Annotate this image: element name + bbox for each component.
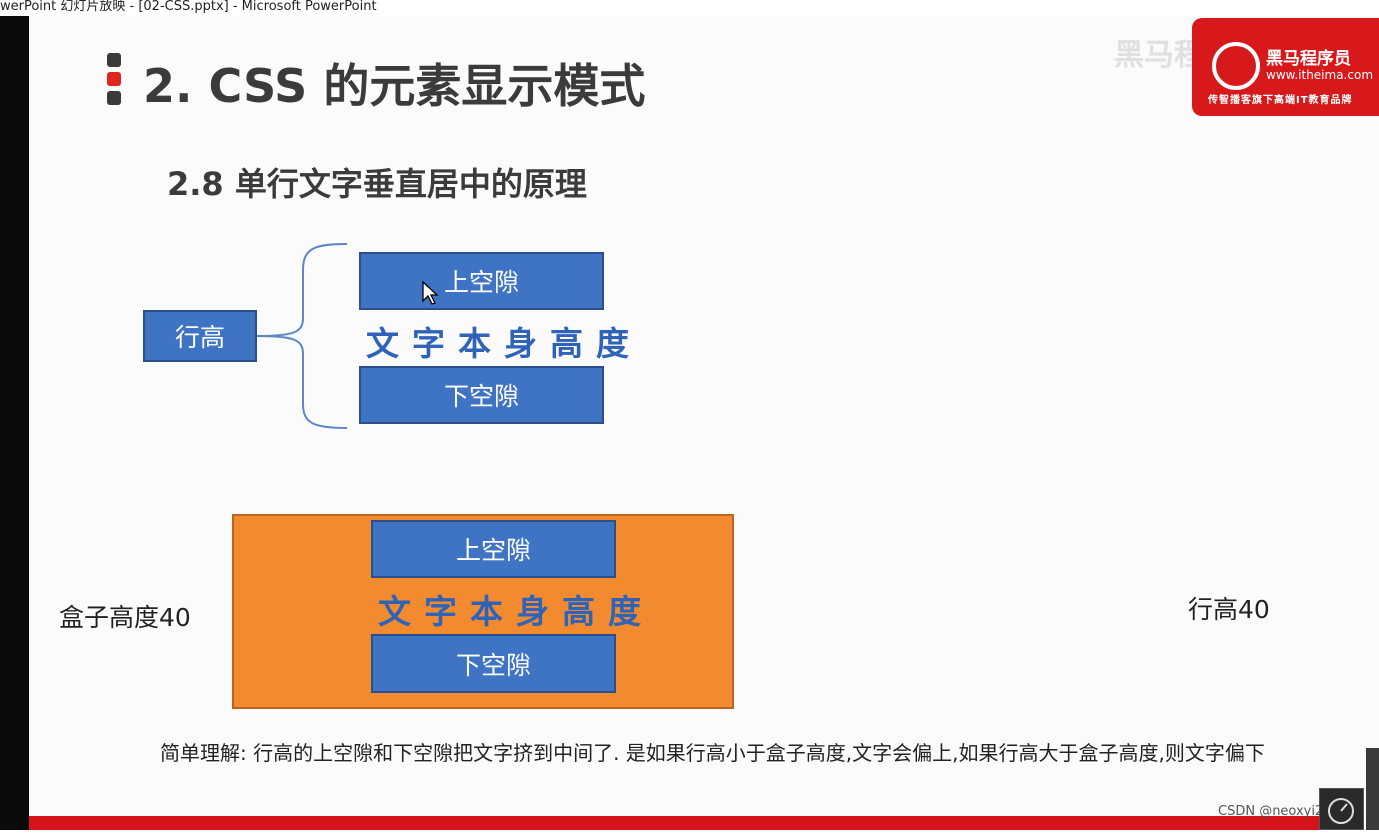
line-height-40-label: 行高40: [1188, 595, 1270, 624]
left-black-strip: [0, 16, 29, 830]
right-edge-strip: [1366, 748, 1379, 830]
bullet-dark: [107, 53, 121, 67]
bottom-gap-box: 下空隙: [359, 366, 604, 424]
slide-subtitle: 2.8 单行文字垂直居中的原理: [167, 165, 587, 203]
title-bullets: [107, 53, 123, 110]
gauge-icon[interactable]: [1319, 788, 1364, 830]
explanation-text: 简单理解: 行高的上空隙和下空隙把文字挤到中间了. 是如果行高小于盒子高度,文字…: [160, 741, 1265, 765]
logo-url: www.itheima.com: [1266, 68, 1374, 82]
bullet-dark: [107, 91, 121, 105]
top-gap-box: 上空隙: [359, 252, 604, 310]
bottom-red-bar: [29, 816, 1319, 830]
bottom-gap-box-2: 下空隙: [371, 634, 616, 693]
text-height-label-2: 文字本身高度: [378, 592, 654, 631]
text-height-label: 文字本身高度: [366, 324, 642, 363]
horse-logo-icon: [1212, 42, 1260, 90]
logo-slogan: 传智播客旗下高端IT教育品牌: [1208, 95, 1353, 106]
box-height-label: 盒子高度40: [59, 603, 191, 632]
mouse-pointer-icon: [422, 280, 439, 305]
bullet-red: [107, 72, 121, 86]
curly-brace: [256, 243, 348, 429]
logo-brand: 黑马程序员: [1266, 49, 1351, 69]
line-height-label-box: 行高: [143, 310, 257, 362]
slide-title: 2. CSS 的元素显示模式: [143, 59, 646, 113]
top-gap-box-2: 上空隙: [371, 520, 616, 578]
csdn-watermark: CSDN @neoxyi2005: [1218, 804, 1349, 819]
brand-logo: 黑马程序员 www.itheima.com 传智播客旗下高端IT教育品牌: [1192, 18, 1379, 116]
window-title: werPoint 幻灯片放映 - [02-CSS.pptx] - Microso…: [0, 0, 1379, 16]
